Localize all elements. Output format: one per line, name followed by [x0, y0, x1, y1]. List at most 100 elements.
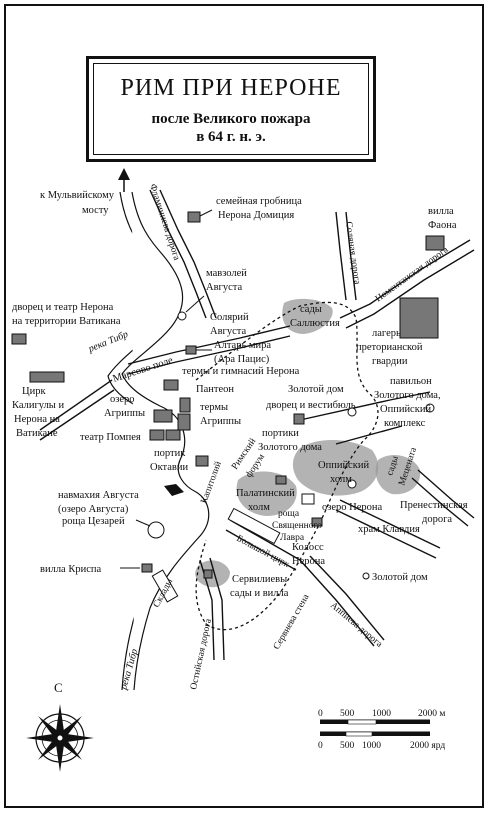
compass-rose-icon [26, 704, 94, 772]
arrow-milvian-head [118, 168, 130, 180]
via-salaria-2 [345, 211, 357, 301]
pointer-caesars-grove [135, 519, 151, 527]
label-golden-house-3: Золотой дом [372, 572, 428, 583]
label-servian-wall: Сервиева стена [272, 592, 312, 651]
scale-meters-1000: 1000 [372, 709, 391, 719]
claudius-road-2 [335, 509, 437, 559]
label-appia: Аппиева дорога [328, 601, 384, 651]
scale-yards-2000: 2000 ярд [410, 741, 445, 751]
label-mausoleum-2: Августа [206, 282, 242, 293]
vatican-road [39, 379, 113, 431]
via-appia-2 [309, 555, 385, 641]
servilius-villa-building [203, 569, 213, 579]
label-pavilion-1: павильон [390, 376, 432, 387]
mausoleum-augustus-marker [177, 311, 187, 321]
via-praenestina-2 [411, 477, 469, 527]
pointer-domitii [199, 209, 213, 217]
label-praenestina-1: Пренестинская [400, 500, 468, 511]
oppian-hill-marker [347, 479, 357, 489]
label-thermae-agrippa-2: Агриппы [200, 416, 241, 427]
label-circus-2: Калигулы и [12, 400, 64, 411]
circus-road-2 [225, 529, 297, 571]
scale-bar [320, 719, 430, 737]
label-ara-pacis-1: Алтарь мира [214, 340, 271, 351]
label-sundial-1: Солярий [210, 312, 249, 323]
via-nomentana [339, 239, 471, 319]
vatican-road-2 [39, 389, 115, 441]
label-mausoleum-1: мавзолей [206, 268, 247, 279]
label-palatine-1: Палатинский [236, 488, 295, 499]
vatican-palace-building [11, 333, 27, 345]
cross-road-2 [335, 425, 403, 445]
scale-meters-2000: 2000 м [418, 709, 445, 719]
servilius-gardens-area [195, 560, 230, 588]
thermae-nero-building [163, 379, 179, 391]
pantheon-building [179, 397, 191, 413]
label-laurel-1: роща [278, 509, 300, 519]
via-ostiensis-2 [209, 557, 225, 661]
label-caesars-grove: роща Цезарей [62, 516, 125, 527]
label-praetorian-3: гвардии [372, 356, 408, 367]
circus-maximus-building [227, 507, 281, 545]
via-nomentana-2 [345, 249, 475, 329]
label-laurel-3: Лавра [280, 533, 305, 543]
label-laurel-2: Священного [272, 521, 322, 531]
maecenas-gardens-area [375, 455, 421, 495]
via-salaria [335, 211, 347, 301]
label-porticoes-1: портики [262, 428, 299, 439]
oppian-hill-area [292, 439, 379, 496]
circus-caligula-building [29, 371, 65, 383]
label-praetorian-2: преторианской [356, 342, 423, 353]
label-octavia-1: портик [154, 448, 186, 459]
label-naumachia-1: навмахия Августа [58, 490, 139, 501]
via-praenestina [417, 469, 475, 519]
label-oppian-2: холм [330, 474, 352, 485]
label-colossus-1: Колосс [292, 542, 324, 553]
label-octavia-2: Октавии [150, 462, 188, 473]
label-capitol: Капитолий [198, 460, 223, 505]
campus-road-2 [127, 335, 291, 375]
label-sallust-2: Саллюстия [290, 318, 340, 329]
forum-building [275, 475, 287, 485]
compass-north-letter: С [54, 680, 63, 695]
label-vatican-palace-1: дворец и театр Нерона [12, 302, 114, 313]
thermae-agrippa-building [177, 413, 191, 431]
sallust-gardens-area [282, 298, 333, 334]
via-appia [299, 559, 375, 647]
pompey-theatre-building-2 [165, 429, 181, 441]
ara-pacis-building [185, 345, 197, 355]
warehouses-building [151, 569, 179, 603]
agrippa-lake-building [153, 409, 173, 423]
label-agrippa-lake-2: Агриппы [104, 408, 145, 419]
naumachia-marker [147, 521, 165, 539]
label-pavilion-3: Оппийский [380, 404, 431, 415]
label-agrippa-lake-1: озеро [110, 394, 135, 405]
scale-yards-500: 500 [340, 741, 355, 751]
label-milvian-2: мосту [82, 205, 109, 216]
label-pavilion-4: комплекс [384, 418, 426, 429]
label-servilius-1: Сервилиевы [232, 574, 287, 585]
map-subtitle-line-2: в 64 г. н. э. [196, 129, 266, 145]
label-pompey: театр Помпея [80, 432, 141, 443]
map-frame [4, 4, 484, 808]
domitii-tomb-building [187, 211, 201, 223]
label-pavilion-2: Золотого дома, [374, 390, 441, 401]
praetorian-camp-building [399, 297, 439, 339]
label-tiber-2: река Тибр [118, 648, 140, 692]
label-claudius: храм Клавдия [358, 524, 420, 535]
label-circus-3: Нерона на [14, 414, 60, 425]
label-praetorian-1: лагерь [372, 328, 401, 339]
claudius-road [339, 499, 441, 549]
octavia-portico-building [195, 455, 209, 467]
scale-meters-0: 0 [318, 709, 323, 719]
label-ara-pacis-2: (Ара Пацис) [214, 354, 270, 365]
label-crispus: вилла Криспа [40, 564, 101, 575]
label-praenestina-2: дорога [422, 514, 452, 525]
nero-lake-building [301, 493, 315, 505]
scale-yards-1000: 1000 [362, 741, 381, 751]
tiber-island [164, 484, 184, 496]
pompey-theatre-building [149, 429, 165, 441]
claudius-temple-building [311, 517, 323, 527]
label-milvian-1: к Мульвийскому [40, 190, 115, 201]
